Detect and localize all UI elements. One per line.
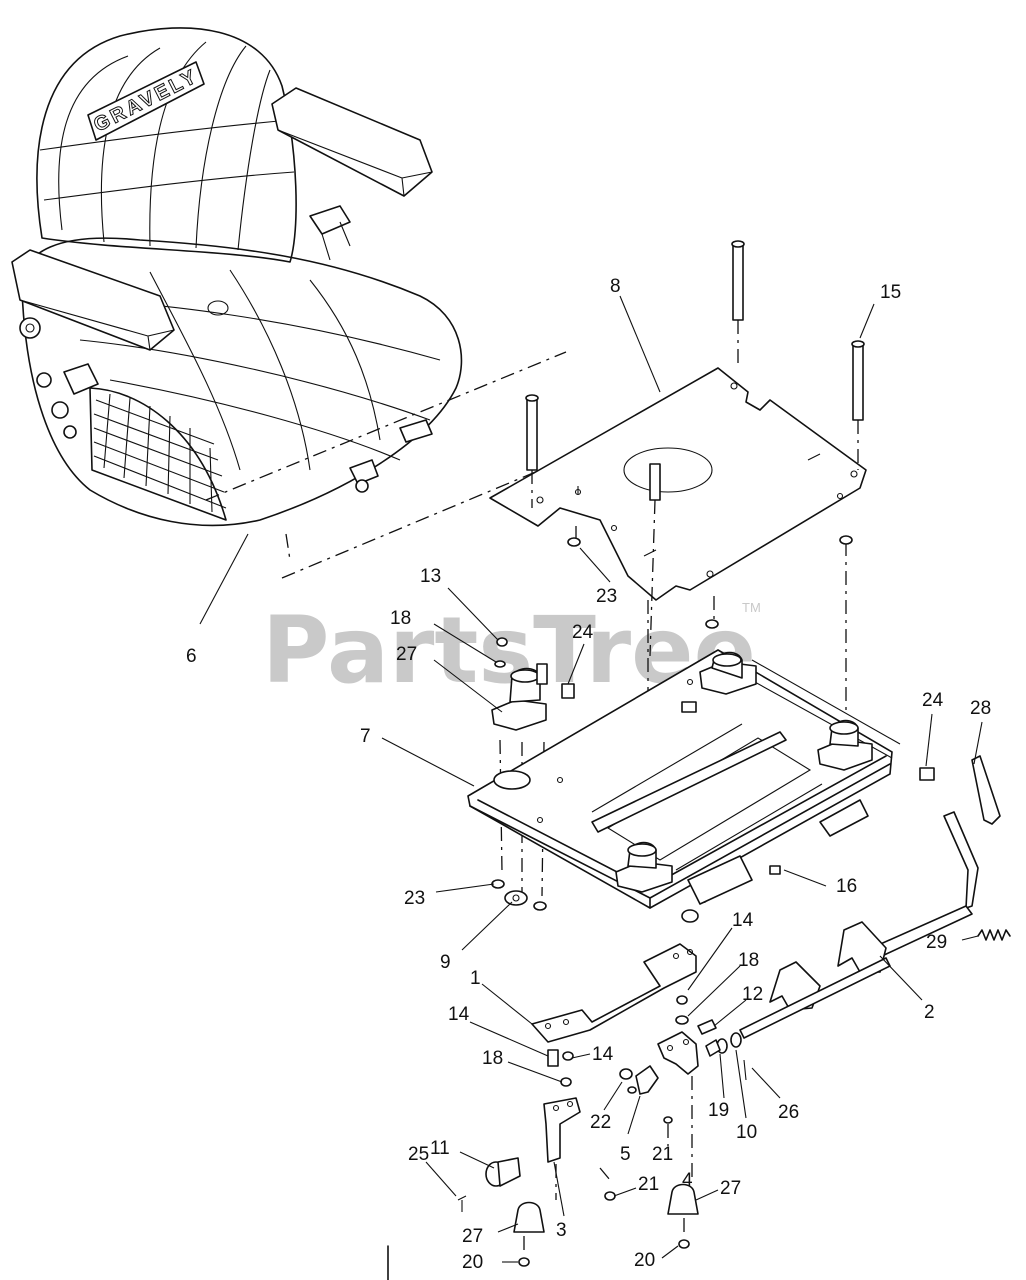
callout-14-upper[interactable]: 14 [732,910,754,931]
callout-21-right[interactable]: 21 [652,1144,673,1165]
callout-11[interactable]: 11 [430,1138,450,1159]
lower-brackets [457,943,747,1267]
callout-1[interactable]: 1 [470,968,481,989]
callout-20-right[interactable]: 20 [634,1250,655,1271]
callout-5[interactable]: 5 [620,1144,631,1165]
callout-20-left[interactable]: 20 [462,1252,483,1273]
callout-24-right[interactable]: 24 [922,690,944,711]
callout-19[interactable]: 19 [708,1100,729,1121]
callout-10[interactable]: 10 [736,1122,757,1143]
callout-18-right[interactable]: 18 [738,950,759,971]
callout-29[interactable]: 29 [926,932,947,953]
seat-mount-plate [489,367,867,601]
callout-17[interactable]: 16 [836,876,857,897]
callout-12[interactable]: 12 [742,984,763,1005]
callout-27-left[interactable]: 27 [462,1226,483,1247]
fasteners-mid [491,637,935,911]
callout-9[interactable]: 9 [440,952,451,973]
callout-15[interactable]: 14 [448,1004,470,1025]
callout-18-lower[interactable]: 18 [482,1048,503,1069]
callout-21-lower[interactable]: 21 [638,1174,659,1195]
callout-6[interactable]: 6 [186,646,197,667]
callout-24-left[interactable]: 24 [572,622,594,643]
callout-26[interactable]: 27 [396,644,417,665]
nuts-23 [567,535,853,629]
callout-16[interactable]: 15 [880,282,901,303]
callout-2[interactable]: 2 [924,1002,935,1023]
callout-labels: 8 15 23 13 18 24 27 6 7 24 28 16 23 9 29… [186,276,991,1273]
callout-25-left[interactable]: 25 [408,1144,429,1165]
callout-14-lower[interactable]: 14 [592,1044,614,1065]
callout-13[interactable]: 13 [420,566,441,587]
callout-27-right[interactable]: 27 [720,1178,741,1199]
callout-3[interactable]: 3 [556,1220,567,1241]
callout-28[interactable]: 28 [970,698,991,719]
seat-brand-label: GRAVELY [90,65,202,137]
callout-18-upper[interactable]: 18 [390,608,411,629]
watermark-trademark: TM [742,600,761,615]
callout-7[interactable]: 7 [360,726,371,747]
callout-4[interactable]: 4 [682,1170,693,1191]
callout-23-lower[interactable]: 23 [404,888,425,909]
suspension-base [467,649,901,923]
callout-22[interactable]: 22 [590,1112,611,1133]
shock-mounts-26 [491,651,873,893]
callout-23-upper[interactable]: 23 [596,586,617,607]
bolts-16 [525,240,865,501]
callout-8[interactable]: 8 [610,276,621,297]
callout-25-right[interactable]: 26 [778,1102,799,1123]
leader-lines [199,295,983,1263]
seat-assembly: GRAVELY [11,27,463,527]
